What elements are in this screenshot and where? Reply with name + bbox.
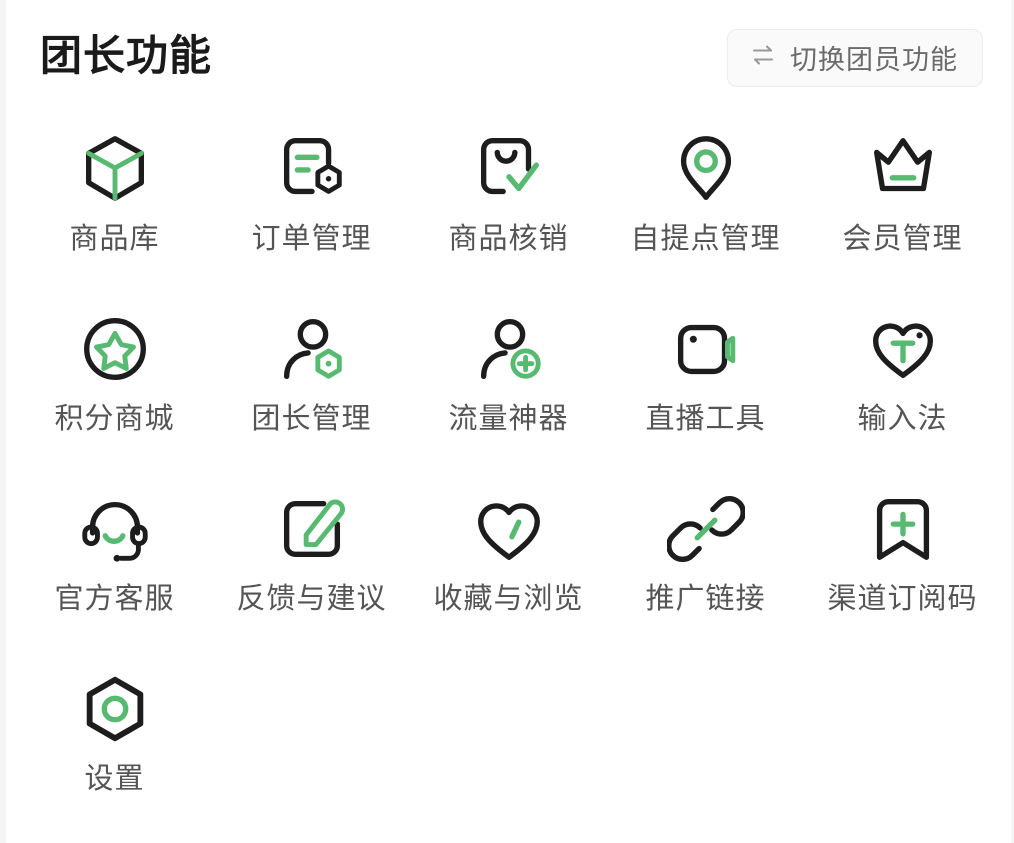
grid-item-product-library[interactable]: 商品库 xyxy=(16,128,213,282)
grid-item-label: 订单管理 xyxy=(251,223,372,255)
user-plus-icon xyxy=(468,308,550,390)
location-pin-icon xyxy=(665,128,747,210)
heart-icon xyxy=(468,488,550,570)
grid-item-label: 官方客服 xyxy=(54,583,175,615)
grid-item-channel-subscribe[interactable]: 渠道订阅码 xyxy=(804,488,1001,642)
grid-item-label: 积分商城 xyxy=(54,403,175,435)
grid-item-live-tool[interactable]: 直播工具 xyxy=(607,308,804,462)
grid-item-label: 流量神器 xyxy=(448,403,569,435)
grid-item-input-method[interactable]: 输入法 xyxy=(804,308,1001,462)
crown-icon xyxy=(862,128,944,210)
grid-item-label: 会员管理 xyxy=(842,223,963,255)
grid-item-label: 商品库 xyxy=(69,223,160,255)
grid-item-label: 团长管理 xyxy=(251,403,372,435)
grid-item-label: 反馈与建议 xyxy=(236,583,387,615)
grid-item-label: 推广链接 xyxy=(645,583,766,615)
headset-icon xyxy=(74,488,156,570)
swap-horizontal-icon xyxy=(748,40,778,75)
grid-item-settings[interactable]: 设置 xyxy=(16,668,213,822)
grid-item-leader-management[interactable]: 团长管理 xyxy=(213,308,410,462)
link-chain-icon xyxy=(665,488,747,570)
grid-item-label: 自提点管理 xyxy=(630,223,781,255)
grid-item-label: 收藏与浏览 xyxy=(433,583,584,615)
switch-button-label: 切换团员功能 xyxy=(790,45,958,75)
cube-box-icon xyxy=(74,128,156,210)
page-title: 团长功能 xyxy=(40,31,213,79)
page-header: 团长功能 切换团员功能 xyxy=(6,0,1011,115)
grid-item-feedback[interactable]: 反馈与建议 xyxy=(213,488,410,642)
grid-item-label: 设置 xyxy=(84,763,145,795)
grid-item-product-verify[interactable]: 商品核销 xyxy=(410,128,607,282)
document-hexagon-icon xyxy=(271,128,353,210)
grid-item-points-mall[interactable]: 积分商城 xyxy=(16,308,213,462)
grid-item-label: 直播工具 xyxy=(645,403,766,435)
grid-item-promo-link[interactable]: 推广链接 xyxy=(607,488,804,642)
grid-item-official-support[interactable]: 官方客服 xyxy=(16,488,213,642)
hexagon-gear-icon xyxy=(74,668,156,750)
circle-star-icon xyxy=(74,308,156,390)
grid-item-member-management[interactable]: 会员管理 xyxy=(804,128,1001,282)
grid-item-pickup-point[interactable]: 自提点管理 xyxy=(607,128,804,282)
bag-check-icon xyxy=(468,128,550,210)
bookmark-plus-icon xyxy=(862,488,944,570)
edit-square-icon xyxy=(271,488,353,570)
heart-t-icon xyxy=(862,308,944,390)
switch-to-member-functions-button[interactable]: 切换团员功能 xyxy=(727,28,983,87)
grid-item-order-management[interactable]: 订单管理 xyxy=(213,128,410,282)
function-grid: 商品库 订单管理 xyxy=(6,128,1011,822)
grid-item-label: 商品核销 xyxy=(448,223,569,255)
grid-item-traffic-tool[interactable]: 流量神器 xyxy=(410,308,607,462)
grid-item-label: 输入法 xyxy=(857,403,948,435)
video-camera-icon xyxy=(665,308,747,390)
grid-item-label: 渠道订阅码 xyxy=(827,583,978,615)
grid-item-favorites-history[interactable]: 收藏与浏览 xyxy=(410,488,607,642)
user-hexagon-icon xyxy=(271,308,353,390)
